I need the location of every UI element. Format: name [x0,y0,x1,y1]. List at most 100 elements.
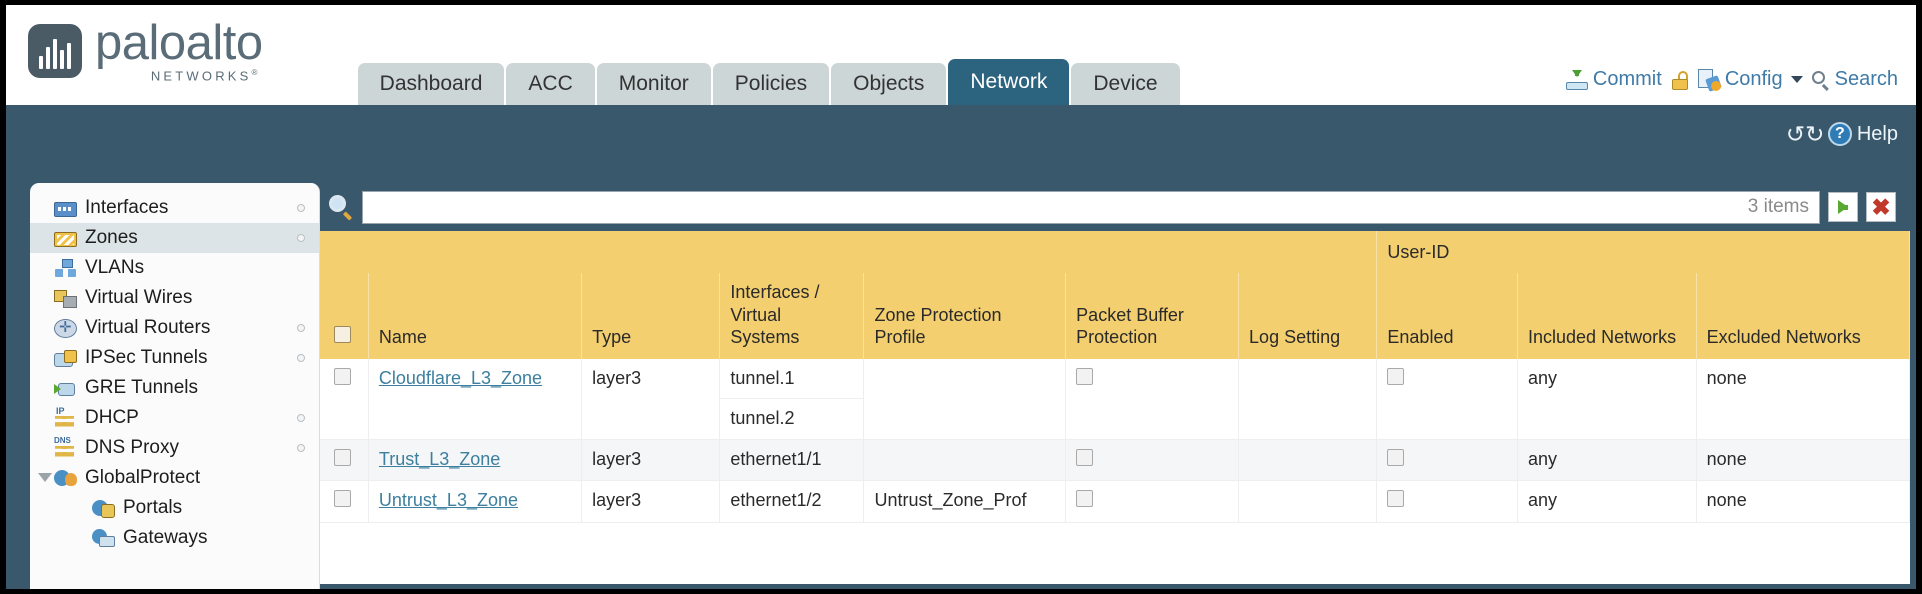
sidebar-item-globalprotect[interactable]: GlobalProtect [30,463,319,493]
top-utilities: Commit Config Search [1565,68,1898,92]
sidebar-item-ipsec-tunnels[interactable]: IPSec Tunnels [30,343,319,373]
tab-acc[interactable]: ACC [506,63,595,105]
virtual-routers-icon [54,318,77,338]
sidebar-item-interfaces[interactable]: Interfaces [30,193,319,223]
virtual-wires-icon [54,289,77,308]
vlans-icon [54,258,77,278]
sidebar-item-vlans[interactable]: VLANs [30,253,319,283]
cell-log-setting [1238,439,1378,482]
sidebar-item-label: DHCP [85,407,139,428]
column-header-log-setting[interactable]: Log Setting [1238,273,1378,359]
cell-name[interactable]: Cloudflare_L3_Zone [368,358,583,440]
cell-name[interactable]: Untrust_L3_Zone [368,480,583,523]
row-checkbox[interactable] [334,490,351,508]
table-row[interactable]: Cloudflare_L3_Zone layer3 tunnel.1 tunne… [320,358,1910,440]
table-header-row: Name Type Interfaces / Virtual Systems Z… [320,273,1910,359]
sidebar-item-virtual-wires[interactable]: Virtual Wires [30,283,319,313]
row-checkbox[interactable] [334,448,351,466]
help-button[interactable]: ? Help [1827,122,1898,146]
sidebar-item-dhcp[interactable]: DHCP [30,403,319,433]
config-menu[interactable]: Config [1697,68,1803,92]
apply-filter-button[interactable] [1828,192,1858,222]
column-header-included-networks[interactable]: Included Networks [1517,273,1697,359]
sidebar-item-label: GlobalProtect [85,467,201,488]
column-header-interfaces[interactable]: Interfaces / Virtual Systems [719,273,865,359]
table-row[interactable]: Untrust_L3_Zone layer3 ethernet1/2 Untru… [320,480,1910,523]
cell-zone-protection-profile: Untrust_Zone_Prof [863,480,1067,523]
cell-interfaces: ethernet1/2 [719,480,865,523]
cell-userid-enabled[interactable] [1376,480,1519,523]
userid-enabled-checkbox[interactable] [1387,490,1405,508]
brand-sub: NETWORKS® [95,68,261,83]
green-arrow-icon [1838,200,1848,214]
tab-network[interactable]: Network [948,59,1070,105]
cell-packet-buffer-protection[interactable] [1065,439,1240,482]
row-select-cell[interactable] [320,480,369,523]
sidebar-item-gateways[interactable]: Gateways [30,523,319,553]
sidebar-item-gre-tunnels[interactable]: GRE Tunnels [30,373,319,403]
cell-zone-protection-profile [863,358,1067,440]
tab-policies[interactable]: Policies [712,63,830,105]
cell-packet-buffer-protection[interactable] [1065,358,1240,440]
portals-icon [92,499,115,518]
select-all-header[interactable] [320,273,369,359]
column-header-name[interactable]: Name [368,273,583,359]
column-header-zone-protection-profile[interactable]: Zone Protection Profile [863,273,1067,359]
paloalto-logo-mark-icon [28,23,82,78]
tab-objects[interactable]: Objects [831,63,947,105]
magnifier-icon[interactable] [328,194,354,221]
ipsec-tunnels-icon [54,349,77,368]
sidebar-item-zones[interactable]: Zones [30,223,319,253]
paloalto-logo: paloalto NETWORKS® [28,15,263,83]
tab-monitor[interactable]: Monitor [596,63,711,105]
tab-device[interactable]: Device [1071,63,1180,105]
commit-icon [1565,69,1588,90]
cell-name[interactable]: Trust_L3_Zone [368,439,583,482]
column-header-enabled[interactable]: Enabled [1376,273,1519,359]
cell-zone-protection-profile [863,439,1067,482]
refresh-icon[interactable]: ↺↻ [1785,121,1825,147]
row-select-cell[interactable] [320,358,369,440]
table-row[interactable]: Trust_L3_Zone layer3 ethernet1/1 any non… [320,439,1910,482]
row-select-cell[interactable] [320,439,369,482]
cell-userid-enabled[interactable] [1376,358,1519,440]
column-header-type[interactable]: Type [581,273,721,359]
lock-button[interactable] [1671,70,1689,90]
sidebar-item-dns-proxy[interactable]: DNS Proxy [30,433,319,463]
cell-included-networks: any [1517,358,1697,440]
status-dot [297,444,305,452]
sidebar-item-label: Virtual Wires [85,287,193,308]
brand-name: paloalto [95,15,263,70]
tab-dashboard[interactable]: Dashboard [357,63,505,105]
zone-name-link[interactable]: Cloudflare_L3_Zone [378,367,543,388]
packet-buffer-protection-checkbox[interactable] [1076,367,1094,385]
sidebar-item-portals[interactable]: Portals [30,493,319,523]
search-input[interactable] [363,191,1748,223]
userid-enabled-checkbox[interactable] [1387,367,1405,385]
packet-buffer-protection-checkbox[interactable] [1076,490,1094,508]
search-field-wrapper[interactable]: 3 items [362,190,1820,224]
commit-button[interactable]: Commit [1565,68,1662,91]
cell-userid-enabled[interactable] [1376,439,1519,482]
cell-log-setting [1238,480,1378,523]
select-all-checkbox[interactable] [334,326,351,343]
search-button[interactable]: Search [1811,68,1898,91]
dns-proxy-icon [54,436,77,458]
zone-name-link[interactable]: Trust_L3_Zone [378,448,501,469]
gre-tunnels-icon [54,379,77,398]
column-header-packet-buffer-protection[interactable]: Packet Buffer Protection [1065,273,1240,359]
cell-packet-buffer-protection[interactable] [1065,480,1240,523]
clear-filter-button[interactable]: ✖ [1866,192,1896,222]
cell-log-setting [1238,358,1378,440]
packet-buffer-protection-checkbox[interactable] [1076,448,1094,466]
main-tabs: Dashboard ACC Monitor Policies Objects N… [357,59,1182,105]
sidebar-item-virtual-routers[interactable]: Virtual Routers [30,313,319,343]
userid-enabled-checkbox[interactable] [1387,448,1405,466]
zone-name-link[interactable]: Untrust_L3_Zone [378,490,518,511]
zones-table: User-ID Name Type Interfaces / Virtual S… [320,231,1910,523]
column-header-excluded-networks[interactable]: Excluded Networks [1696,273,1910,359]
status-dot [297,234,305,242]
row-checkbox[interactable] [334,367,351,385]
chevron-down-icon [1790,76,1803,83]
expand-triangle-icon[interactable] [38,473,52,482]
